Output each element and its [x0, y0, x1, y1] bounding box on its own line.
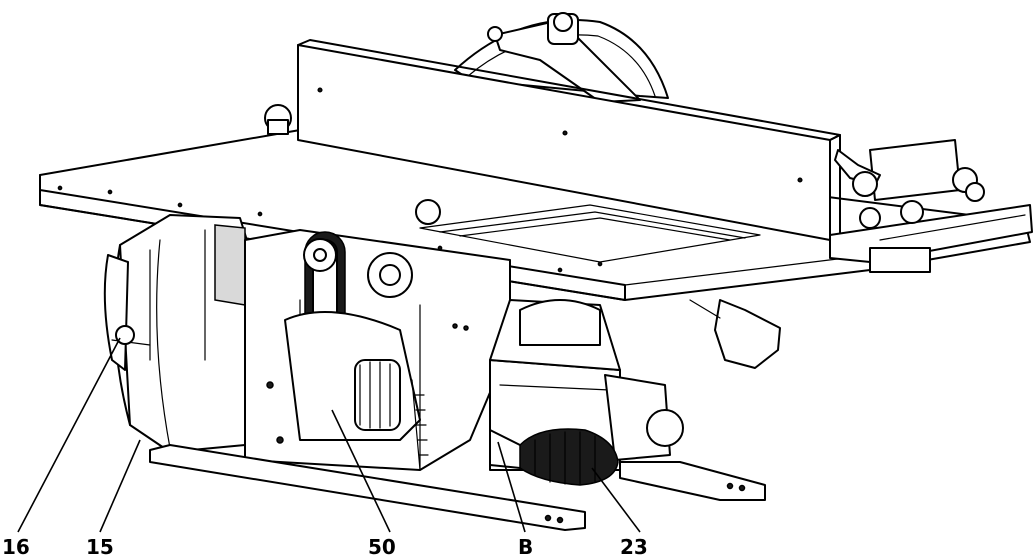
callout-B: B [518, 535, 533, 559]
callout-16: 16 [2, 535, 30, 559]
table-insert [419, 204, 761, 263]
leader-lines [17, 337, 641, 533]
leader-23 [591, 467, 641, 533]
motor-unit [284, 252, 421, 441]
base-rails [149, 444, 766, 531]
leader-50 [331, 409, 391, 533]
leader-15 [99, 439, 141, 533]
callout-23: 23 [620, 535, 648, 559]
fence-rail [829, 139, 1033, 273]
height-adjust [411, 299, 781, 471]
callout-labels: 16 15 50 B 23 [2, 535, 648, 559]
side-handle [103, 254, 151, 371]
leader-16 [17, 337, 121, 533]
callout-15: 15 [86, 535, 114, 559]
leader-B [497, 441, 526, 533]
fence-lock-knob [264, 104, 985, 229]
callout-50: 50 [368, 535, 396, 559]
